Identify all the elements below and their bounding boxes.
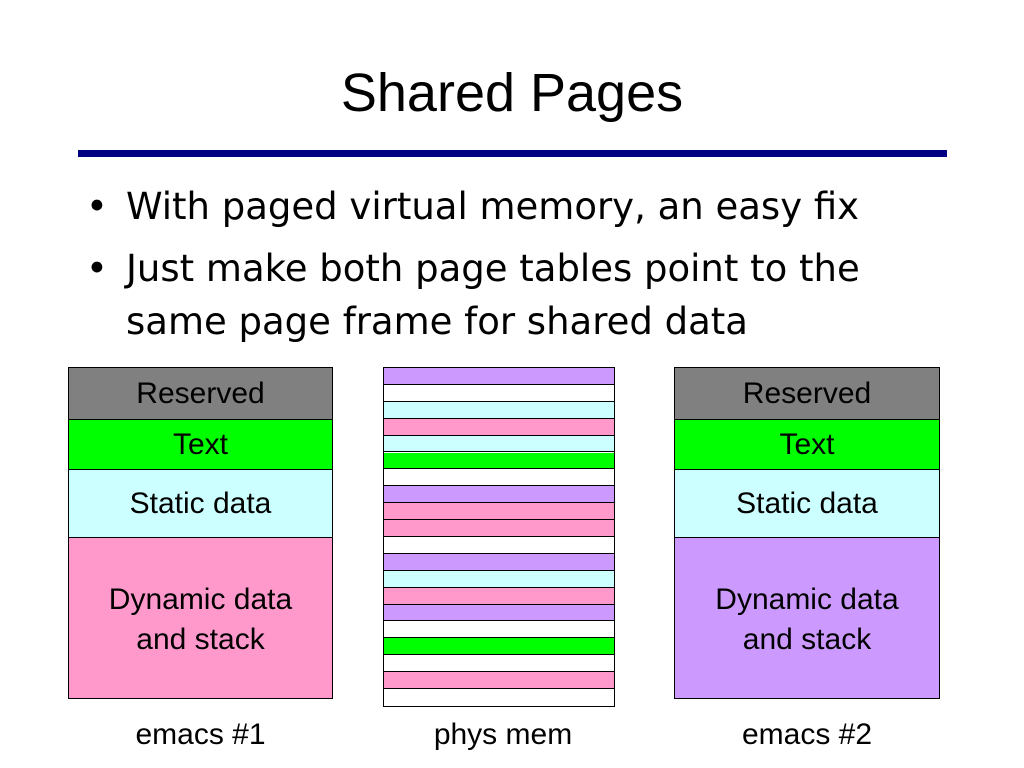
- phys-mem-frame: [384, 604, 614, 622]
- segment-label: Text: [172, 427, 229, 461]
- phys-mem-frame: [384, 384, 614, 402]
- phys-mem-frame: [384, 537, 614, 554]
- emacs2-segment-dynamic-data: Dynamic data and stack: [675, 538, 939, 698]
- phys-mem-frame: [384, 503, 614, 521]
- phys-mem-frame: [384, 486, 614, 504]
- segment-label: Text: [779, 427, 835, 461]
- emacs2-segment-text: Text: [675, 420, 939, 470]
- phys-mem-block: [383, 367, 615, 707]
- phys-mem-frame: [384, 621, 614, 639]
- segment-label: Dynamic data and stack: [108, 583, 293, 656]
- emacs2-caption: emacs #2: [741, 718, 873, 751]
- title-divider: [78, 150, 947, 157]
- bullet-item: • With paged virtual memory, an easy fix: [86, 180, 966, 233]
- segment-label: Reserved: [136, 376, 265, 410]
- phys-mem-frame: [384, 570, 614, 588]
- phys-mem-frame: [384, 638, 614, 656]
- emacs1-segment-static-data: Static data: [69, 470, 332, 538]
- segment-label: Dynamic data and stack: [715, 583, 899, 656]
- phys-mem-frame: [384, 520, 614, 537]
- bullet-list: • With paged virtual memory, an easy fix…: [86, 180, 966, 357]
- emacs1-caption: emacs #1: [135, 718, 266, 751]
- bullet-text: Just make both page tables point to the …: [126, 247, 860, 343]
- bullet-item: • Just make both page tables point to th…: [86, 242, 966, 348]
- phys-mem-frame: [384, 368, 614, 385]
- emacs2-segment-reserved: Reserved: [675, 368, 939, 420]
- emacs1-segment-text: Text: [69, 420, 332, 470]
- phys-mem-frame: [384, 435, 614, 453]
- phys-mem-frame: [384, 418, 614, 436]
- emacs1-address-space: Reserved Text Static data Dynamic data a…: [68, 367, 333, 699]
- emacs2-segment-static-data: Static data: [675, 470, 939, 538]
- segment-label: Static data: [736, 486, 878, 520]
- segment-label: Reserved: [742, 376, 872, 410]
- phys-mem-frame: [384, 469, 614, 487]
- emacs1-segment-reserved: Reserved: [69, 368, 332, 420]
- bullet-marker: •: [86, 185, 108, 228]
- bullet-text: With paged virtual memory, an easy fix: [126, 185, 860, 228]
- bullet-marker: •: [86, 247, 108, 290]
- phys-mem-frame: [384, 401, 614, 419]
- phys-mem-frame: [384, 672, 614, 690]
- phys-mem-frame: [384, 655, 614, 673]
- segment-label: Static data: [129, 486, 272, 520]
- phys-mem-caption: phys mem: [433, 718, 573, 751]
- phys-mem-frame: [384, 689, 614, 706]
- phys-mem-frame: [384, 587, 614, 605]
- phys-mem-frame: [384, 452, 614, 470]
- phys-mem-frame: [384, 553, 614, 571]
- page-title: Shared Pages: [340, 63, 684, 123]
- emacs1-segment-dynamic-data: Dynamic data and stack: [69, 538, 332, 698]
- emacs2-address-space: Reserved Text Static data Dynamic data a…: [674, 367, 940, 699]
